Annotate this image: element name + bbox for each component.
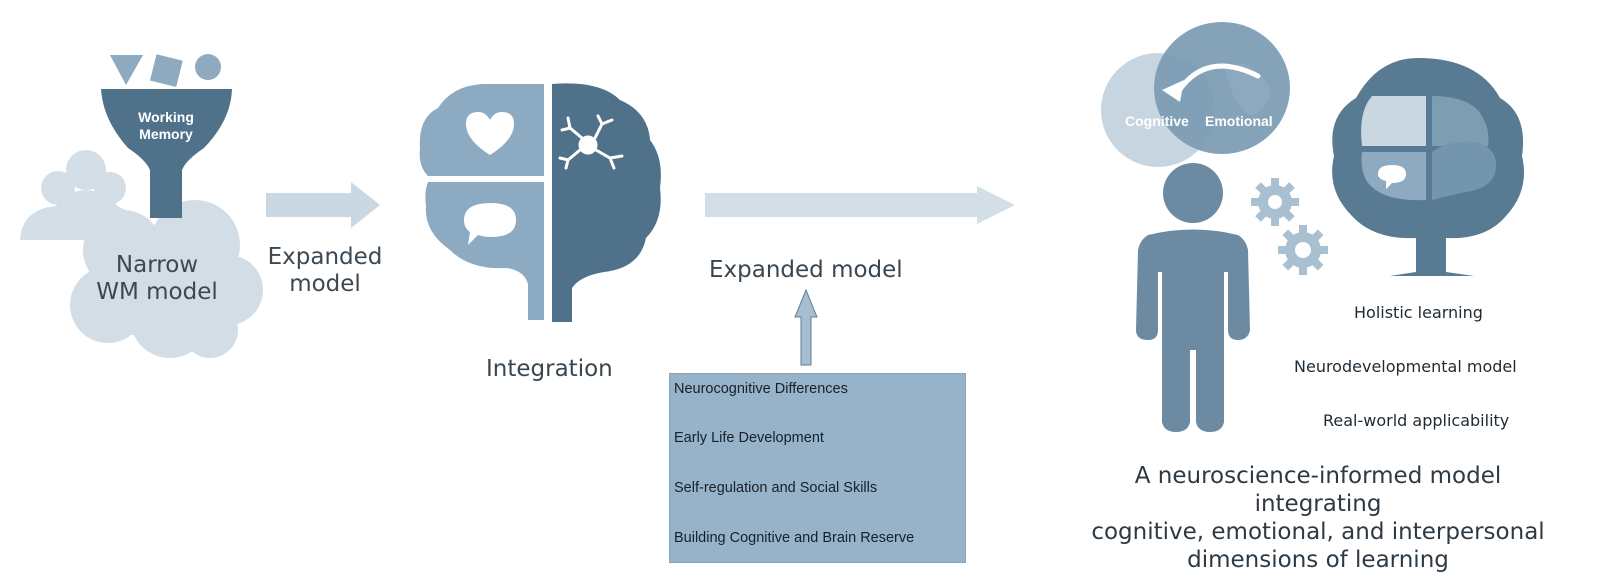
gears-icon bbox=[1251, 178, 1328, 275]
child-icon bbox=[1136, 163, 1250, 432]
factor-item: Early Life Development bbox=[674, 430, 824, 446]
tree-brain-icon bbox=[1332, 58, 1524, 276]
factor-item: Building Cognitive and Brain Reserve bbox=[674, 530, 915, 546]
shapes-icon bbox=[110, 54, 221, 87]
factor-item: Self-regulation and Social Skills bbox=[674, 480, 878, 496]
summary-caption: A neuroscience-informed model integratin… bbox=[1091, 463, 1545, 573]
arrow-2 bbox=[705, 186, 1015, 224]
factors-box: Neurocognitive Differences Early Life De… bbox=[669, 373, 966, 563]
cognitive-emotional-venn-icon bbox=[1101, 22, 1290, 167]
working-memory-label: Working Memory bbox=[138, 109, 194, 142]
cognitive-label: Cognitive bbox=[1125, 113, 1189, 129]
integration-label: Integration bbox=[486, 356, 613, 382]
arrow-1 bbox=[266, 182, 380, 228]
expanded-model-label-1: Expanded model bbox=[267, 244, 383, 297]
benefit-item: Neurodevelopmental model bbox=[1294, 357, 1517, 376]
factor-item: Neurocognitive Differences bbox=[674, 381, 848, 397]
brain-cloud-icon bbox=[70, 200, 263, 358]
expanded-model-label-2: Expanded model bbox=[709, 257, 903, 283]
benefit-item: Real-world applicability bbox=[1323, 411, 1510, 430]
integration-brain-icon bbox=[419, 83, 661, 322]
narrow-wm-model-label: Narrow WM model bbox=[96, 252, 218, 305]
benefit-item: Holistic learning bbox=[1354, 303, 1483, 322]
up-arrow bbox=[794, 288, 818, 366]
funnel-icon bbox=[101, 89, 232, 218]
emotional-label: Emotional bbox=[1205, 113, 1273, 129]
